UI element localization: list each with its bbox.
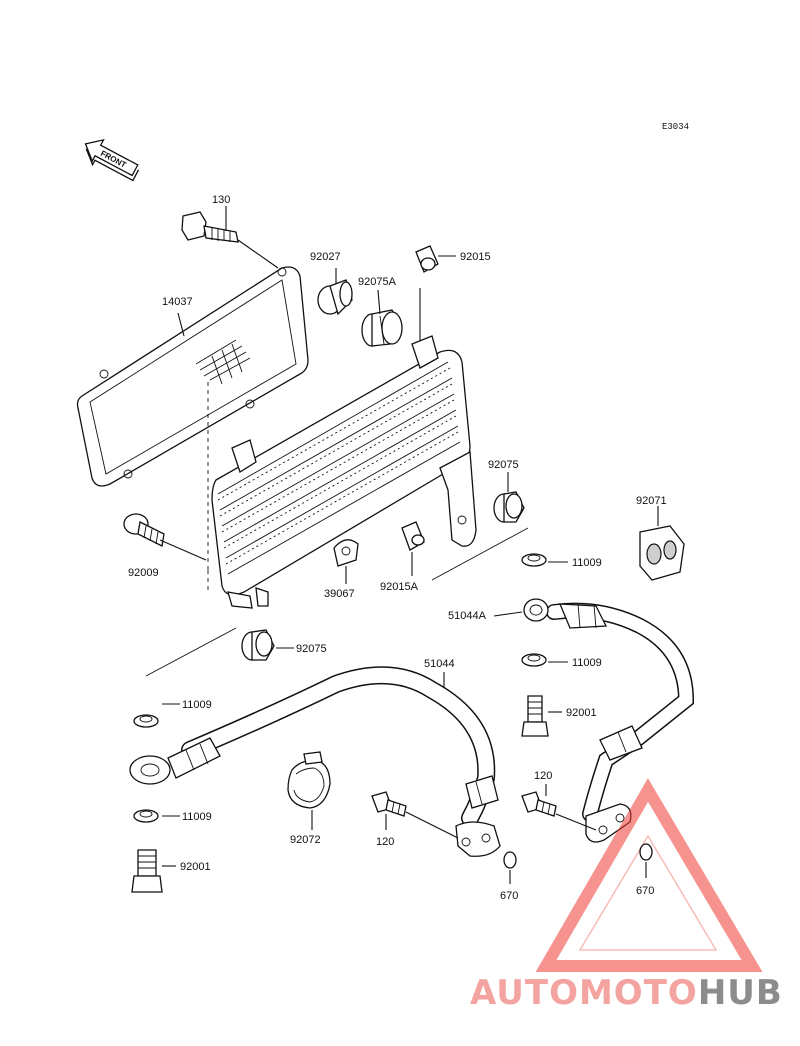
label-670-left: 670 [500,890,518,902]
label-39067: 39067 [324,588,355,600]
bracket-92071-icon [639,525,685,581]
gasket-14037-icon [76,266,309,487]
clip-92015-icon [415,245,439,273]
oring-670-right-icon [639,843,653,861]
washer-11009-b-icon [521,653,547,667]
label-120-right: 120 [534,770,552,782]
leader-14037 [177,312,185,337]
watermark-text-part2: HUB [698,973,783,1013]
label-92075A: 92075A [358,276,397,288]
watermark-logo [535,778,763,972]
leader-120-right-to-hose [555,813,597,831]
clip-92015A-icon [401,521,425,551]
label-92001-left: 92001 [180,861,211,873]
washer-11009-d-icon [133,809,159,823]
watermark-text-part1: AUTOMOTO [470,973,698,1013]
bolt-92009-icon [123,513,165,547]
cap-92027-icon [317,279,353,316]
label-92075-right: 92075 [488,459,519,471]
label-92009: 92009 [128,567,159,579]
label-92015: 92015 [460,251,491,263]
oring-670-left-icon [503,851,517,869]
label-14037: 14037 [162,296,193,308]
label-92015A: 92015A [380,581,419,593]
bolt-92001-left-icon [131,849,163,893]
label-92027: 92027 [310,251,341,263]
label-51044A: 51044A [448,610,487,622]
diagram-code: E3034 [662,122,689,132]
hose-51044A-icon [523,598,695,843]
front-arrow-icon: FRONT [84,138,140,182]
label-120-left: 120 [376,836,394,848]
hose-51044-icon [129,666,501,857]
bolt-130-icon [181,211,239,243]
bolt-120-right-icon [521,791,557,817]
washer-11009-a-icon [521,553,547,567]
grommet-92075-right-icon [493,491,525,523]
label-92071: 92071 [636,495,667,507]
label-51044: 51044 [424,658,455,670]
oil-cooler-core-icon [211,335,477,609]
leader-130b [237,239,279,269]
leader-92009 [159,539,207,561]
label-670-right: 670 [636,885,654,897]
leader-120-left-to-hose [405,811,459,839]
leader-axis-right [431,527,529,581]
grommet-92075-lower-icon [241,629,275,661]
watermark-text: AUTOMOTOHUB [470,973,783,1013]
label-11009-a: 11009 [572,557,602,569]
label-92072: 92072 [290,834,321,846]
leader-92075A [377,289,381,315]
label-11009-d: 11009 [182,811,212,823]
grommet-92075A-icon [361,309,403,347]
bolt-92001-right-icon [521,695,549,737]
label-11009-c: 11009 [182,699,212,711]
label-92001-right: 92001 [566,707,597,719]
label-130: 130 [212,194,230,206]
bolt-120-left-icon [371,791,407,817]
clamp-92072-icon [287,751,331,809]
leader-51044A [493,611,523,617]
leader-axis-left [145,627,237,677]
label-92075-lower: 92075 [296,643,327,655]
washer-11009-c-icon [133,714,159,728]
label-11009-b: 11009 [572,657,602,669]
